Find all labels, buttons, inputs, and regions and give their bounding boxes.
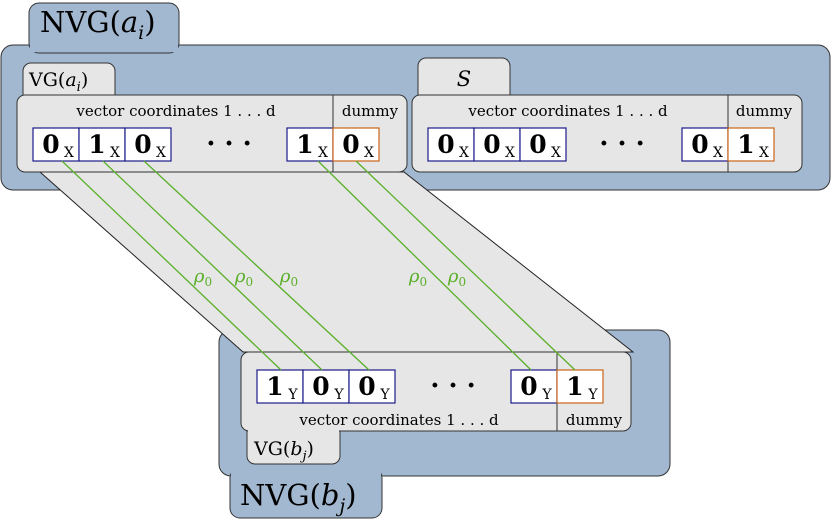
vg-a-cell-4-sub: X — [318, 145, 328, 161]
connection-region — [38, 171, 635, 353]
vg-a-dummy-cell-box — [332, 127, 380, 162]
s-cell-4-sub: X — [713, 145, 723, 161]
rho-edges: ρ0 ρ0 ρ0 ρ0 ρ0 — [61, 160, 576, 371]
rho-label-3: ρ0 — [279, 266, 298, 289]
vg-b-cell-1-value: 1 — [266, 372, 283, 401]
s-dummy-label: dummy — [736, 102, 793, 120]
vg-a-cell-2-value: 1 — [88, 130, 105, 159]
vg-b-dummy-cell-sub: Y — [587, 387, 598, 403]
vg-b-cell-4-value: 0 — [520, 372, 537, 401]
vg-b-cell-3-value: 0 — [358, 372, 375, 401]
vg-b-cell-2-value: 0 — [312, 372, 329, 401]
vg-a-cell-1-sub: X — [64, 145, 74, 161]
s-cell-3-box — [519, 127, 567, 162]
rho-label-2: ρ0 — [234, 266, 253, 289]
vg-b-cell-2-sub: Y — [333, 387, 344, 403]
s-cell-1-value: 0 — [437, 130, 454, 159]
s-coord-label: vector coordinates 1 . . . d — [467, 102, 668, 120]
vg-b-cell-3-box — [348, 369, 396, 404]
s-cell-1-box — [427, 127, 475, 162]
s-cell-3-sub: X — [551, 145, 561, 161]
vg-b-cell-4-sub: Y — [541, 387, 552, 403]
vg-a-cell-2-sub: X — [110, 145, 120, 161]
rho-edge-5 — [355, 160, 576, 371]
vg-a-cell-3-sub: X — [156, 145, 166, 161]
vg-a-dummy-cell-value: 0 — [342, 130, 359, 159]
vg-a-cell-1-value: 0 — [42, 130, 59, 159]
vg-a-cell-2-box — [78, 127, 126, 162]
rho-label-4: ρ0 — [408, 266, 427, 289]
s-cell-1-sub: X — [459, 145, 469, 161]
rho-label-1: ρ0 — [193, 266, 212, 289]
rho-edge-4 — [317, 160, 532, 371]
rho-edge-2 — [102, 160, 323, 371]
s-cell-2-box — [473, 127, 521, 162]
vg-b-dummy-cell-value: 1 — [566, 372, 583, 401]
vg-a-coord-label: vector coordinates 1 . . . d — [75, 102, 276, 120]
rho-edge-1 — [61, 160, 282, 371]
vg-b-dummy-cell-box — [556, 369, 604, 404]
rho-label-5: ρ0 — [447, 266, 466, 289]
vg-a-cell-3-value: 0 — [134, 130, 151, 159]
s-dots: · · · — [599, 129, 644, 159]
vg-b-dummy-label: dummy — [566, 411, 623, 429]
vg-a-dots: · · · — [206, 129, 251, 159]
rho-edge-3 — [143, 160, 370, 371]
vg-a-cell-3-box — [124, 127, 172, 162]
s-cell-4-value: 0 — [691, 130, 708, 159]
vg-a-cell-1-box — [32, 127, 80, 162]
nvg-a-label: NVG(ai) — [40, 5, 156, 44]
vg-b-cell-1-sub: Y — [287, 387, 298, 403]
vg-b-coord-label: vector coordinates 1 . . . d — [298, 411, 499, 429]
vg-b-cell-4-box — [510, 369, 558, 404]
s-label: S — [457, 67, 471, 91]
vg-a-label: VG(ai) — [28, 69, 88, 95]
nvg-b-label: NVG(bj) — [240, 478, 357, 517]
s-cell-2-value: 0 — [483, 130, 500, 159]
s-dummy-cell-sub: X — [759, 145, 769, 161]
vg-b-cell-3-sub: Y — [379, 387, 390, 403]
s-dummy-cell-box — [727, 127, 775, 162]
vg-b-dots: · · · — [430, 371, 475, 401]
s-cell-2-sub: X — [505, 145, 515, 161]
s-dummy-cell-value: 1 — [737, 130, 754, 159]
vg-a-cell-4-box — [286, 127, 334, 162]
vg-a-cell-4-value: 1 — [296, 130, 313, 159]
vg-b-label: VG(bj) — [253, 438, 314, 464]
vg-b-cell-1-box — [256, 369, 304, 404]
vg-a-dummy-cell-sub: X — [364, 145, 374, 161]
s-cell-3-value: 0 — [529, 130, 546, 159]
vg-a-dummy-label: dummy — [342, 102, 399, 120]
